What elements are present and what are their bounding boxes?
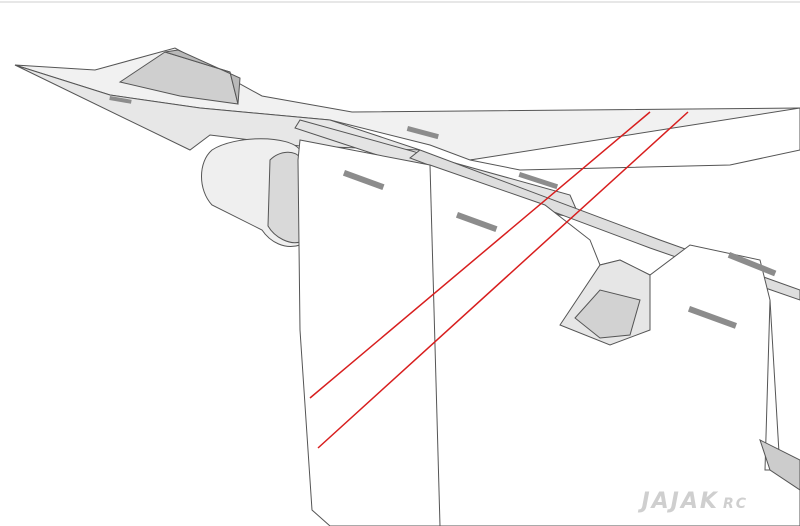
slot [406, 125, 439, 140]
wing-root-strip [759, 439, 800, 491]
near-wing-panel [297, 139, 800, 526]
accent-line-2 [317, 111, 689, 449]
slot [109, 96, 132, 104]
gear-bay-inner [574, 289, 641, 339]
spar-line [429, 164, 441, 526]
slot [518, 171, 559, 190]
accent-line-1 [309, 111, 651, 399]
slot [455, 212, 498, 233]
slot [727, 252, 777, 277]
canopy-frame [164, 49, 241, 105]
slot [342, 169, 385, 191]
spar-line-right [769, 299, 781, 471]
watermark-main: JAJAK [641, 489, 719, 514]
slot [687, 306, 737, 329]
far-wing [469, 107, 800, 171]
intake-lip [267, 151, 301, 244]
watermark-sub: RC [722, 496, 748, 512]
